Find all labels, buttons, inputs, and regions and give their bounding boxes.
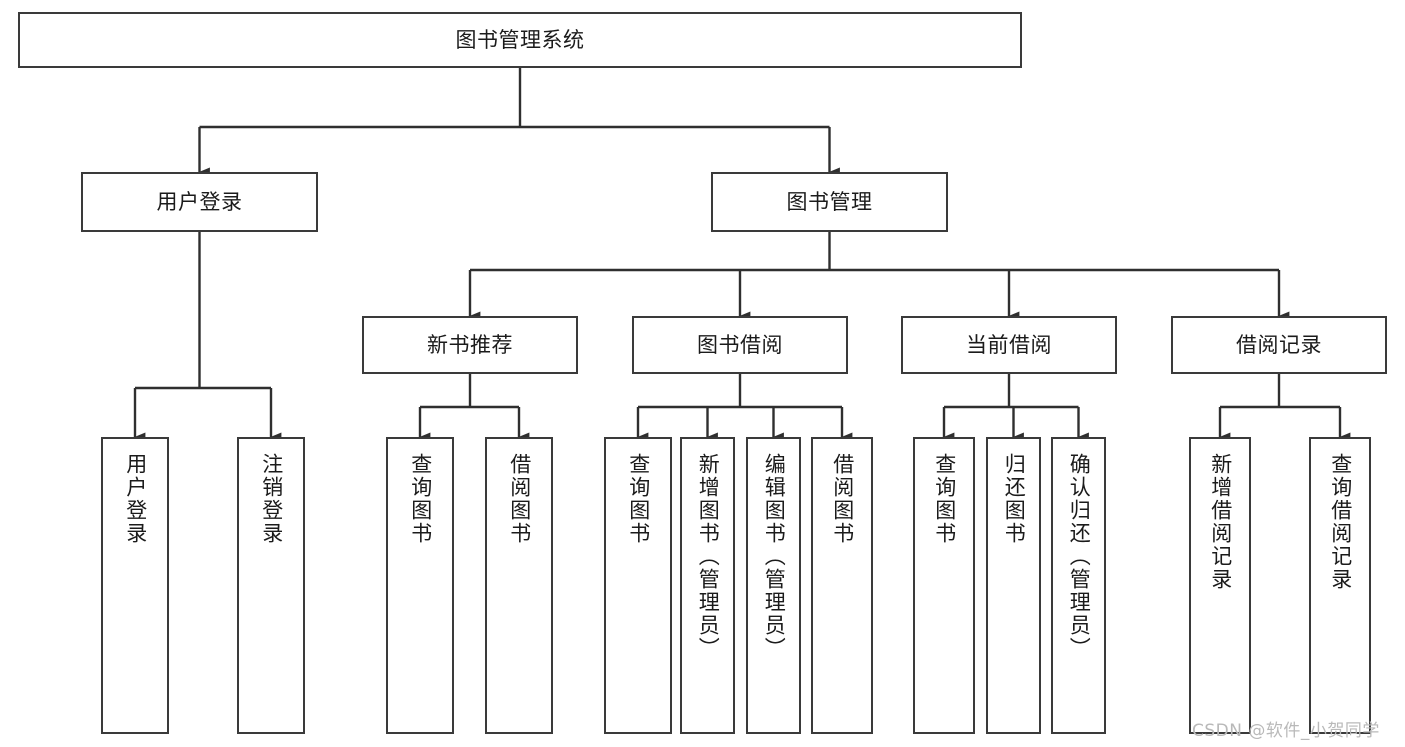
node-leaf-query-record[interactable]: 查询借阅记录 bbox=[1309, 437, 1371, 734]
node-leaf-confirm-return[interactable]: 确认归还（管理员） bbox=[1051, 437, 1106, 734]
node-label: 新增图书（管理员） bbox=[696, 453, 721, 660]
node-label: 借阅图书 bbox=[507, 453, 532, 545]
node-leaf-query-book-2[interactable]: 查询图书 bbox=[604, 437, 672, 734]
node-leaf-logout[interactable]: 注销登录 bbox=[237, 437, 305, 734]
node-leaf-borrow-book-1[interactable]: 借阅图书 bbox=[485, 437, 553, 734]
node-label: 查询借阅记录 bbox=[1328, 453, 1353, 591]
node-leaf-user-login[interactable]: 用户登录 bbox=[101, 437, 169, 734]
node-label: 借阅图书 bbox=[830, 453, 855, 545]
node-book-borrow[interactable]: 图书借阅 bbox=[632, 316, 848, 374]
node-label: 查询图书 bbox=[626, 453, 651, 545]
node-label: 确认归还（管理员） bbox=[1067, 453, 1092, 660]
node-label: 查询图书 bbox=[932, 453, 957, 545]
node-label: 图书管理 bbox=[786, 189, 873, 214]
node-root-system[interactable]: 图书管理系统 bbox=[18, 12, 1022, 68]
node-label: 当前借阅 bbox=[966, 332, 1052, 357]
node-label: 借阅记录 bbox=[1236, 332, 1322, 357]
node-label: 编辑图书（管理员） bbox=[762, 453, 787, 660]
node-label: 注销登录 bbox=[259, 453, 284, 545]
node-leaf-query-book-3[interactable]: 查询图书 bbox=[913, 437, 975, 734]
node-leaf-add-record[interactable]: 新增借阅记录 bbox=[1189, 437, 1251, 734]
node-leaf-borrow-book-2[interactable]: 借阅图书 bbox=[811, 437, 873, 734]
node-user-login[interactable]: 用户登录 bbox=[81, 172, 318, 232]
node-leaf-query-book-1[interactable]: 查询图书 bbox=[386, 437, 454, 734]
node-book-manage[interactable]: 图书管理 bbox=[711, 172, 948, 232]
node-label: 用户登录 bbox=[156, 189, 243, 214]
node-current-borrow[interactable]: 当前借阅 bbox=[901, 316, 1117, 374]
node-leaf-edit-book[interactable]: 编辑图书（管理员） bbox=[746, 437, 801, 734]
node-borrow-record[interactable]: 借阅记录 bbox=[1171, 316, 1387, 374]
node-label: 归还图书 bbox=[1002, 453, 1027, 545]
node-leaf-return-book[interactable]: 归还图书 bbox=[986, 437, 1041, 734]
node-label: 查询图书 bbox=[408, 453, 433, 545]
node-label: 新书推荐 bbox=[427, 332, 513, 357]
node-label: 用户登录 bbox=[123, 453, 148, 545]
node-label: 图书管理系统 bbox=[455, 27, 585, 52]
node-leaf-add-book[interactable]: 新增图书（管理员） bbox=[680, 437, 735, 734]
node-label: 图书借阅 bbox=[697, 332, 783, 357]
node-new-book-recommend[interactable]: 新书推荐 bbox=[362, 316, 578, 374]
node-label: 新增借阅记录 bbox=[1208, 453, 1233, 591]
csdn-watermark: CSDN @软件_小贺同学 bbox=[1192, 721, 1380, 741]
